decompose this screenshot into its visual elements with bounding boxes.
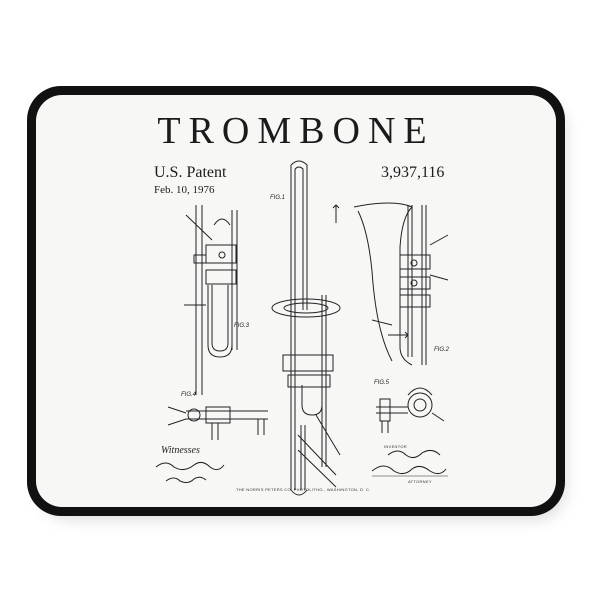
fig3-valve-drawing xyxy=(184,205,238,395)
printer-line: THE NORRIS PETERS CO. PHOTOLITHO., WASHI… xyxy=(236,487,371,492)
inventor-signature xyxy=(387,449,441,459)
fig4-label: FIG.4 xyxy=(181,392,197,398)
patent-date: Feb. 10, 1976 xyxy=(154,184,215,196)
fig2-label: FIG.2 xyxy=(434,347,450,353)
witness-signature-2 xyxy=(165,476,207,484)
fig5-label: FIG.5 xyxy=(374,380,390,386)
fig1-trombone-drawing xyxy=(271,160,341,496)
poster-title: TROMBONE xyxy=(157,110,435,152)
fig3-label: FIG.3 xyxy=(234,323,250,329)
patent-label: U.S. Patent xyxy=(154,164,227,181)
mouse-pad-print: TROMBONE U.S. Patent Feb. 10, 1976 3,937… xyxy=(36,95,556,507)
attorney-label: ATTORNEY xyxy=(408,479,432,484)
fig5-rotor-drawing xyxy=(376,387,445,433)
inventor-label: INVENTOR xyxy=(384,444,407,449)
witness-signature-1 xyxy=(155,461,225,471)
fig4-detail-drawing xyxy=(167,406,268,440)
fig1-label: FIG.1 xyxy=(270,195,286,201)
attorney-signature xyxy=(371,465,447,475)
witness-label: Witnesses xyxy=(161,445,200,456)
fig2-bell-drawing xyxy=(353,202,449,366)
patent-drawings xyxy=(155,160,449,496)
patent-number: 3,937,116 xyxy=(381,164,445,181)
mouse-pad: TROMBONE U.S. Patent Feb. 10, 1976 3,937… xyxy=(27,86,565,516)
